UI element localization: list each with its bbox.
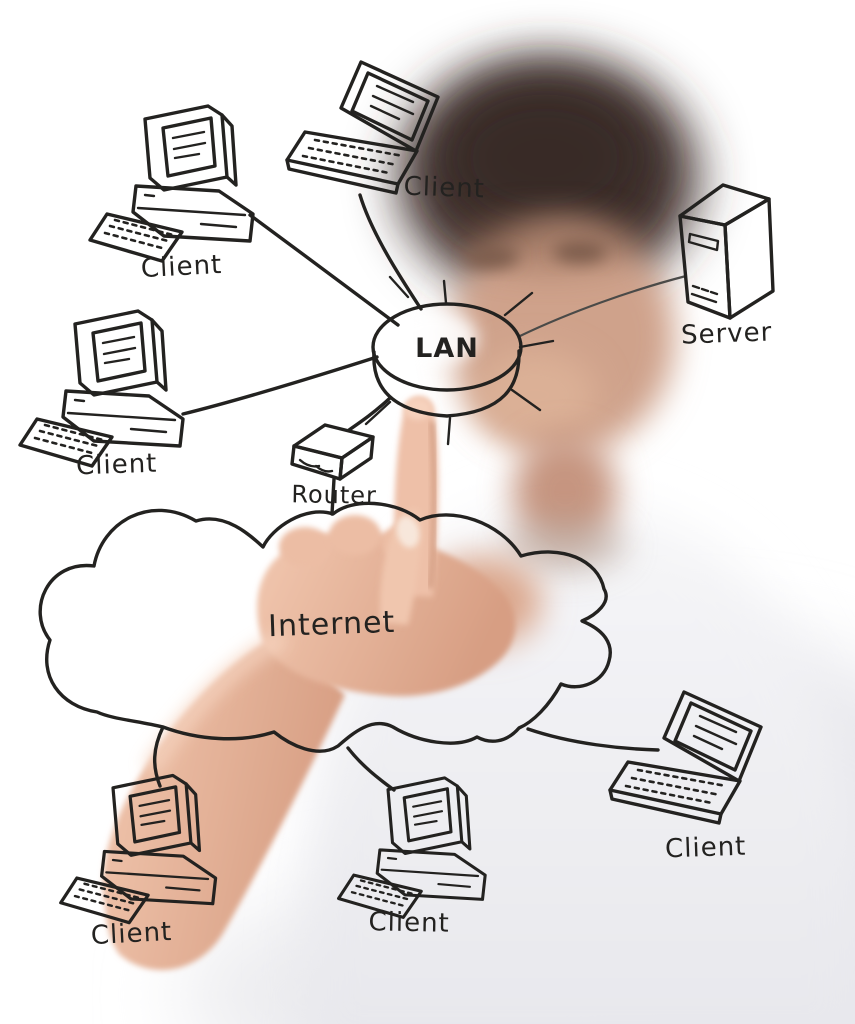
desktop-computer-icon (336, 776, 487, 919)
edge-internet-client-bottom-right (526, 727, 660, 752)
desktop-computer-icon (18, 309, 185, 468)
router-box-icon (290, 423, 375, 481)
person-right-eye (553, 241, 607, 263)
node-lan: LAN (364, 275, 555, 446)
node-client-top: Client (285, 60, 485, 205)
edge-client-middle-left-lan (181, 355, 379, 416)
lan-hub-icon (364, 275, 555, 446)
node-label: Internet (268, 605, 396, 644)
edge-router-internet (330, 477, 336, 516)
node-label: Client (76, 449, 158, 482)
arm-highlight (142, 629, 289, 775)
node-client-bottom-left: Client (59, 773, 218, 951)
edge-lan-router (347, 396, 392, 432)
desktop-computer-icon (88, 104, 255, 263)
node-client-bottom-middle: Client (336, 776, 487, 939)
edge-internet-client-bottom-left (153, 725, 165, 788)
glass-highlight (386, 310, 478, 366)
node-label: Server (681, 317, 773, 350)
edge-lan-server (518, 274, 688, 338)
finger-shading (427, 421, 437, 589)
pointing-arm (102, 396, 542, 970)
node-client-top-left: Client (88, 104, 255, 284)
node-label: Client (90, 917, 173, 951)
knuckle (279, 527, 331, 567)
laptop-icon (608, 690, 763, 825)
desktop-computer-icon (59, 773, 218, 925)
node-client-bottom-right: Client (608, 690, 763, 865)
node-label: Client (665, 832, 747, 865)
edge-client-top-left-lan (248, 213, 400, 327)
node-server: Server (678, 183, 775, 351)
node-label: Client (140, 250, 223, 284)
person-hair-dark (437, 76, 653, 240)
node-router: Router (290, 423, 377, 510)
person-left-eye (465, 246, 519, 268)
node-label: LAN (415, 333, 479, 364)
forearm (102, 632, 345, 970)
knuckle (329, 515, 381, 555)
server-tower-icon (678, 183, 775, 320)
node-label: Client (368, 907, 450, 938)
node-internet: Internet (38, 501, 612, 753)
node-client-middle-left: Client (18, 309, 185, 482)
thumb-nail (396, 516, 420, 548)
internet-cloud-shape (38, 501, 612, 753)
edge-internet-client-bottom-middle (346, 746, 396, 792)
collar-shadow (503, 517, 627, 573)
edge-client-top-lan (358, 193, 423, 311)
node-label: Router (291, 480, 377, 509)
connection-lines (153, 193, 688, 792)
node-label: Client (403, 172, 485, 205)
